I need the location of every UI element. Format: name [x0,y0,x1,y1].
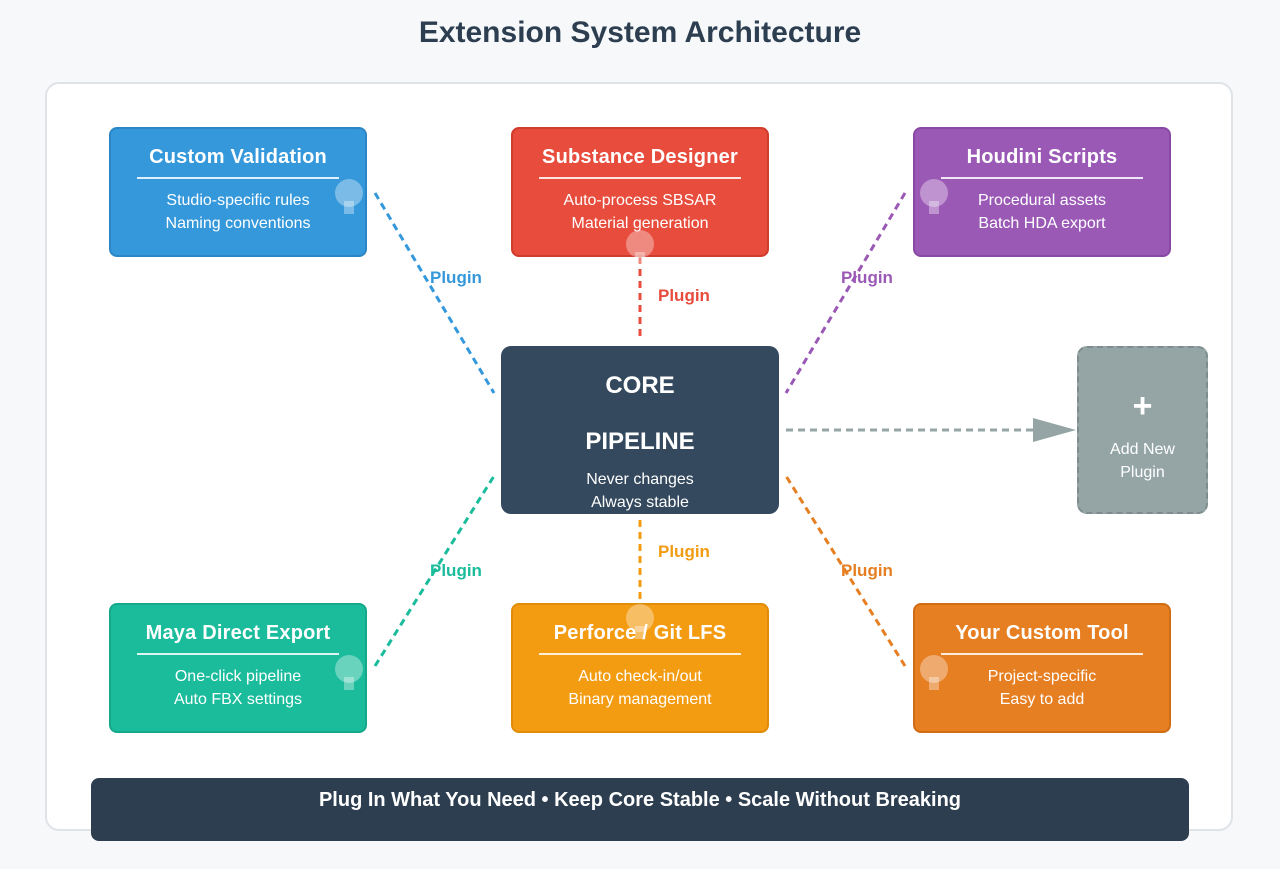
add-new-label-line: Plugin [1120,464,1165,481]
plugin-description-line: Project-specific [987,668,1097,685]
plugin-label-houdini-scripts: Plugin [841,268,893,287]
add-new-plugin-card[interactable]: + Add New Plugin [1077,346,1208,514]
plugin-card-houdini-scripts: Houdini Scripts Procedural assets Batch … [913,127,1171,257]
plugin-title: Houdini Scripts [966,146,1118,168]
plugin-title: Custom Validation [149,146,327,168]
plus-icon: + [1132,387,1153,425]
plugin-title: Perforce / Git LFS [553,622,727,644]
plugin-card-substance-designer: Substance Designer Auto-process SBSAR Ma… [511,127,769,265]
plugin-description-line: Auto FBX settings [173,691,303,708]
plugin-title: Your Custom Tool [955,622,1129,644]
divider [539,653,741,655]
add-new-label-line: Add New [1110,441,1175,458]
tagline-banner: Plug In What You Need • Keep Core Stable… [91,778,1189,841]
plugin-description-line: Material generation [571,215,709,232]
core-pipeline-box: CORE PIPELINE Never changes Always stabl… [501,346,779,514]
divider [941,177,1143,179]
plug-connector-icon [335,179,363,214]
plugin-card-custom-validation: Custom Validation Studio-specific rules … [109,127,367,257]
divider [539,177,741,179]
plug-connector-icon [335,655,363,690]
page-title: Extension System Architecture [418,16,862,49]
plugin-description-line: Auto check-in/out [578,668,702,685]
plugin-description-line: Auto-process SBSAR [563,192,717,209]
divider [137,177,339,179]
plugin-card-your-custom-tool: Your Custom Tool Project-specific Easy t… [913,603,1171,733]
plugin-description-line: Procedural assets [977,192,1107,209]
plugin-card-perforce-git-lfs: Perforce / Git LFS Auto check-in/out Bin… [511,603,769,733]
core-title-line: CORE [605,372,675,399]
plug-connector-icon [626,604,654,639]
divider [941,653,1143,655]
plugin-label-substance-designer: Plugin [658,286,710,305]
plugin-label-perforce-git-lfs: Plugin [658,542,710,561]
plugin-description-line: Binary management [568,691,712,708]
plugin-label-maya-direct-export: Plugin [430,561,482,580]
plugin-description-line: Naming conventions [165,215,311,232]
core-description-line: Never changes [586,471,694,488]
plugin-card-maya-direct-export: Maya Direct Export One-click pipeline Au… [109,603,367,733]
plugin-description-line: Easy to add [999,691,1085,708]
core-description-line: Always stable [591,494,689,511]
plugin-description-line: One-click pipeline [174,668,302,685]
plugin-title: Substance Designer [542,146,738,168]
core-title-line: PIPELINE [585,428,695,455]
plug-connector-icon [920,179,948,214]
plug-connector-icon [626,230,654,265]
plug-connector-icon [920,655,948,690]
plugin-description-line: Studio-specific rules [166,192,310,209]
plugin-title: Maya Direct Export [145,622,331,644]
divider [137,653,339,655]
plugin-label-your-custom-tool: Plugin [841,561,893,580]
plugin-description-line: Batch HDA export [978,215,1106,232]
plugin-label-custom-validation: Plugin [430,268,482,287]
